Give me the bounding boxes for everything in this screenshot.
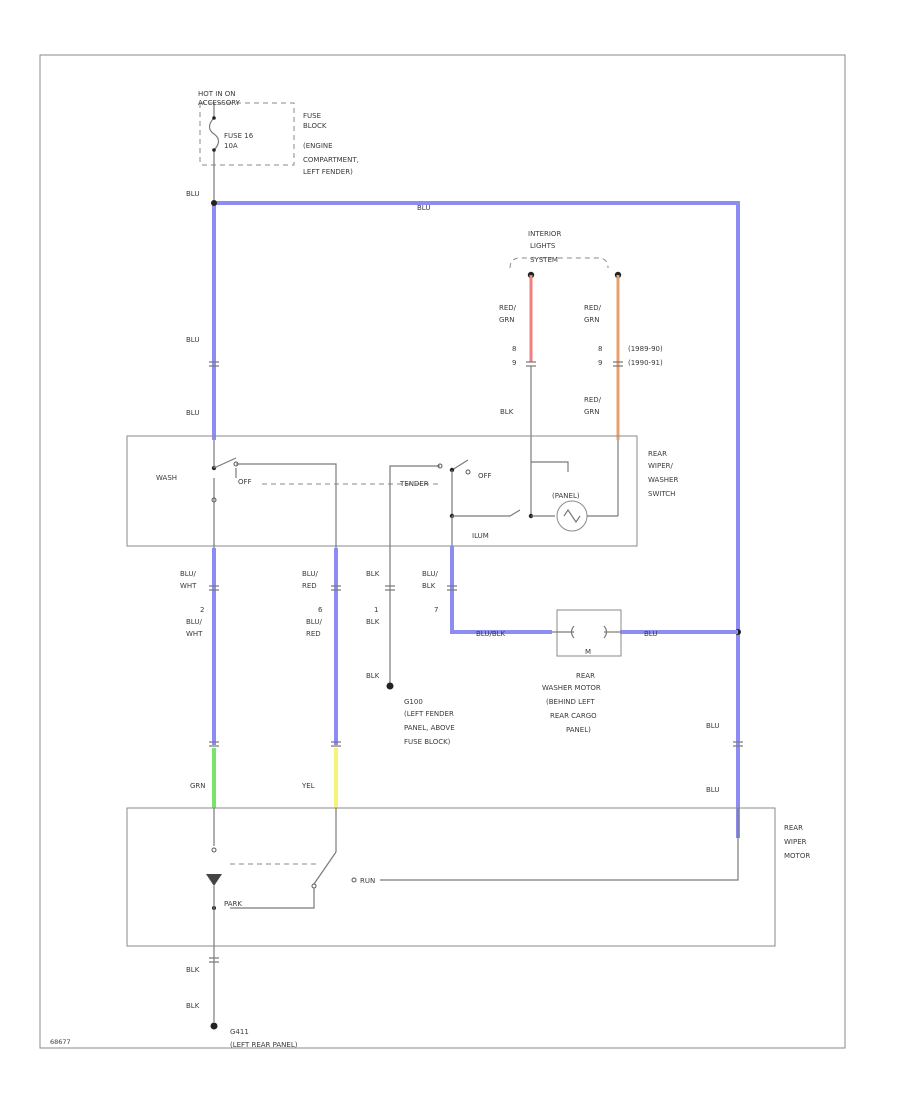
year-a: (1989-90) <box>628 345 663 353</box>
wire-blu-wht-3: BLU/ <box>186 618 202 626</box>
wiper-park-label: PARK <box>224 900 242 908</box>
wiper-run-label: RUN <box>360 877 375 885</box>
ground-g-3: PANEL, ABOVE <box>404 724 455 732</box>
wire-blk-bottom-2: BLK <box>186 1002 200 1010</box>
switch-ilum-label: ILUM <box>472 532 489 540</box>
wire-red-grn-lower-1: RED/ <box>584 396 602 404</box>
fuse-supply-line2: ACCESSORY <box>198 99 241 107</box>
rear-washer-motor-box <box>556 609 622 657</box>
wire-red-grn-lower-2: GRN <box>584 408 600 416</box>
interior-line3: SYSTEM <box>530 256 558 264</box>
year-b: (1990-91) <box>628 359 663 367</box>
ground-g-4: FUSE BLOCK) <box>404 738 451 746</box>
wiper-motor-label-3: MOTOR <box>784 852 810 860</box>
switch-wash-label: WASH <box>156 474 177 482</box>
ground-bottom-2: (LEFT REAR PANEL) <box>230 1041 298 1049</box>
blu-right-wire <box>214 201 740 838</box>
wire-blu-top: BLU <box>186 190 199 198</box>
wire-blu-red-3: BLU/ <box>306 618 322 626</box>
wiper-motor-label-1: REAR <box>784 824 803 832</box>
wire-blu-upper-2: BLU <box>186 409 199 417</box>
ground-g-2: (LEFT FENDER <box>404 710 454 718</box>
interior-lights-bracket <box>509 257 609 269</box>
rear-wiper-washer-switch-box <box>126 435 638 547</box>
fuse-symbol <box>208 117 220 151</box>
wiper-park-switch-blade <box>313 851 337 885</box>
diagram-frame <box>39 54 846 1049</box>
fuse-location-3: (ENGINE <box>303 142 333 150</box>
switch-label-1: REAR <box>648 450 667 458</box>
pin-7: 7 <box>434 606 438 614</box>
wire-blu-upper: BLU <box>186 336 199 344</box>
wire-red-grn-right-2: GRN <box>584 316 600 324</box>
fuse-block-outline <box>200 102 295 166</box>
fuse-location-5: LEFT FENDER) <box>303 168 353 176</box>
ground-bottom-1: G411 <box>230 1028 249 1036</box>
switch-off-left: OFF <box>238 478 252 486</box>
pin-right-a: 8 <box>598 345 602 353</box>
motor-symbol-icon <box>206 874 222 886</box>
wire-red-grn-right-1: RED/ <box>584 304 602 312</box>
wire-blk-ground: BLK <box>366 570 380 578</box>
ground-point <box>386 682 394 690</box>
wiper-motor-label-2: WIPER <box>784 838 807 846</box>
fuse-supply-line1: HOT IN ON <box>198 90 236 98</box>
wire-red-grn-left-2: GRN <box>499 316 515 324</box>
ground-point-bottom <box>210 1022 218 1030</box>
wire-blk-bottom: BLK <box>186 966 200 974</box>
switch-label-3: WASHER <box>648 476 678 484</box>
wire-blu-red-4: RED <box>306 630 321 638</box>
wire-blk-ground-2: BLK <box>366 618 380 626</box>
wire-blu-blk-1: BLU/ <box>422 570 438 578</box>
fuse-location-4: COMPARTMENT, <box>303 156 359 164</box>
fuse-id-line1: FUSE 16 <box>224 132 254 140</box>
wire-grn: GRN <box>190 782 206 790</box>
switch-label-4: SWITCH <box>648 490 675 498</box>
interior-line2: LIGHTS <box>530 242 556 250</box>
washer-motor-label-2: WASHER MOTOR <box>542 684 601 692</box>
pin-right-b: 9 <box>598 359 602 367</box>
wire-washer-right: BLU <box>644 630 657 638</box>
interior-line1: INTERIOR <box>528 230 561 238</box>
splice-top <box>211 200 217 206</box>
pin-2: 2 <box>200 606 204 614</box>
wire-blk-switch: BLK <box>500 408 514 416</box>
wire-blu-blk-2: BLK <box>422 582 436 590</box>
fuse-id-line2: 10A <box>224 142 238 150</box>
pin-left-a: 8 <box>512 345 516 353</box>
rear-wiper-motor-box <box>126 807 776 947</box>
switch-label-2: WIPER/ <box>648 462 673 470</box>
switch-tender-label: TENDER <box>399 480 429 488</box>
washer-motor-symbol: M <box>585 648 591 656</box>
wire-blu-red-1: BLU/ <box>302 570 318 578</box>
wire-blu-right-lower-2: BLU <box>706 786 719 794</box>
ground-g-1: G100 <box>404 698 423 706</box>
wire-blu-wht-4: WHT <box>186 630 203 638</box>
wire-red-grn-left-1: RED/ <box>499 304 517 312</box>
fuse-location-1: FUSE <box>303 112 321 120</box>
fuse-location-2: BLOCK <box>303 122 327 130</box>
washer-motor-label-5: PANEL) <box>566 726 591 734</box>
wire-blu-red-2: RED <box>302 582 317 590</box>
pin-left-b: 9 <box>512 359 516 367</box>
wire-yel: YEL <box>301 782 315 790</box>
wire-blk-ground-3: BLK <box>366 672 380 680</box>
wire-blu-top-right: BLU <box>417 204 430 212</box>
wire-blu-wht-1: BLU/ <box>180 570 196 578</box>
wire-blu-right-lower: BLU <box>706 722 719 730</box>
switch-off-right: OFF <box>478 472 492 480</box>
blu-blk-wire <box>450 546 552 634</box>
footer-code: 68677 <box>50 1038 71 1046</box>
washer-motor-label-4: REAR CARGO <box>550 712 597 720</box>
washer-motor-label-3: (BEHIND LEFT <box>546 698 595 706</box>
wire-blu-wht-2: WHT <box>180 582 197 590</box>
wire-washer-left: BLU/BLK <box>476 630 506 638</box>
intermittent-switch-blade <box>451 459 469 471</box>
washer-motor-label-1: REAR <box>576 672 595 680</box>
switch-panel-label: (PANEL) <box>552 492 580 500</box>
pin-1: 1 <box>374 606 378 614</box>
pin-6: 6 <box>318 606 323 614</box>
wash-switch-blade <box>213 457 237 469</box>
